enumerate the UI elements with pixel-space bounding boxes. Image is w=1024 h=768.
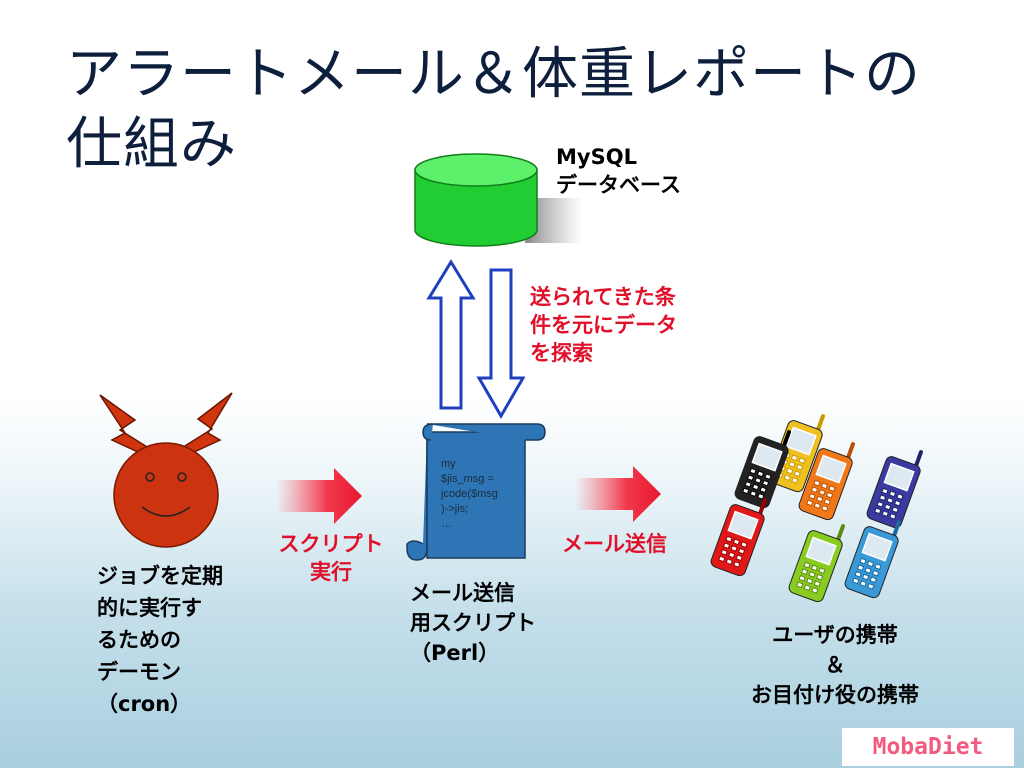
down-arrow-icon <box>476 268 525 419</box>
script-scroll-icon <box>406 423 546 561</box>
script-code-line-5: … <box>441 518 452 530</box>
daemon-label-line-2: 的に実行す <box>97 596 202 620</box>
script-label-line-1: メール送信 <box>410 581 515 605</box>
script-label: メール送信 用スクリプト （Perl） <box>410 578 536 668</box>
mobadiet-logo-text: MobaDiet <box>872 734 984 760</box>
script-label-line-3: （Perl） <box>410 641 500 665</box>
slide-title-line-1: アラートメール＆体重レポートの <box>66 42 921 107</box>
daemon-label-line-3: るための <box>97 628 181 652</box>
run-script-label: スクリプト 実行 <box>278 530 384 586</box>
phones-label-line-2: ＆ <box>824 653 846 677</box>
green-phone-icon <box>785 513 851 606</box>
slide-title: アラートメール＆体重レポートの 仕組み <box>66 40 921 180</box>
daemon-label: ジョブを定期 的に実行す るための デーモン （cron） <box>97 560 223 720</box>
query-note-line-3: を探索 <box>530 341 593 365</box>
run-script-label-line-1: スクリプト <box>278 532 384 556</box>
database-cylinder-icon <box>414 153 583 247</box>
phones-label: ユーザの携帯 ＆ お目付け役の携帯 <box>715 620 955 710</box>
run-script-arrow-icon <box>276 468 362 524</box>
mobadiet-logo: MobaDiet <box>842 728 1014 766</box>
script-code-line-4: )->jis; <box>441 503 469 515</box>
up-arrow-icon <box>426 259 476 410</box>
database-label: MySQL データベース <box>556 143 681 199</box>
script-code: my $jis_msg = jcode($msg )->jis; … <box>441 457 498 532</box>
query-note-line-1: 送られてきた条 <box>530 285 676 309</box>
query-note: 送られてきた条 件を元にデータ を探索 <box>530 283 677 367</box>
phones-label-line-3: お目付け役の携帯 <box>751 683 919 707</box>
script-label-line-2: 用スクリプト <box>410 611 536 635</box>
query-note-line-2: 件を元にデータ <box>530 313 677 337</box>
script-code-line-2: $jis_msg = <box>441 473 494 485</box>
daemon-label-line-5: （cron） <box>97 692 192 716</box>
send-mail-arrow-icon <box>575 466 661 522</box>
query-arrows <box>426 259 525 419</box>
script-code-line-1: my <box>441 458 456 470</box>
daemon-devil-icon <box>99 392 233 548</box>
run-script-label-line-2: 実行 <box>310 560 352 584</box>
slide-title-line-2: 仕組み <box>66 112 237 177</box>
daemon-label-line-4: デーモン <box>97 660 181 684</box>
database-label-line-1: MySQL <box>556 145 637 169</box>
database-label-line-2: データベース <box>556 173 681 197</box>
phones-label-line-1: ユーザの携帯 <box>772 623 898 647</box>
daemon-label-line-1: ジョブを定期 <box>97 564 223 588</box>
script-code-line-3: jcode($msg <box>441 488 498 500</box>
send-mail-label: メール送信 <box>562 532 667 556</box>
purple-phone-icon <box>863 439 929 532</box>
mobile-phones <box>708 405 929 606</box>
